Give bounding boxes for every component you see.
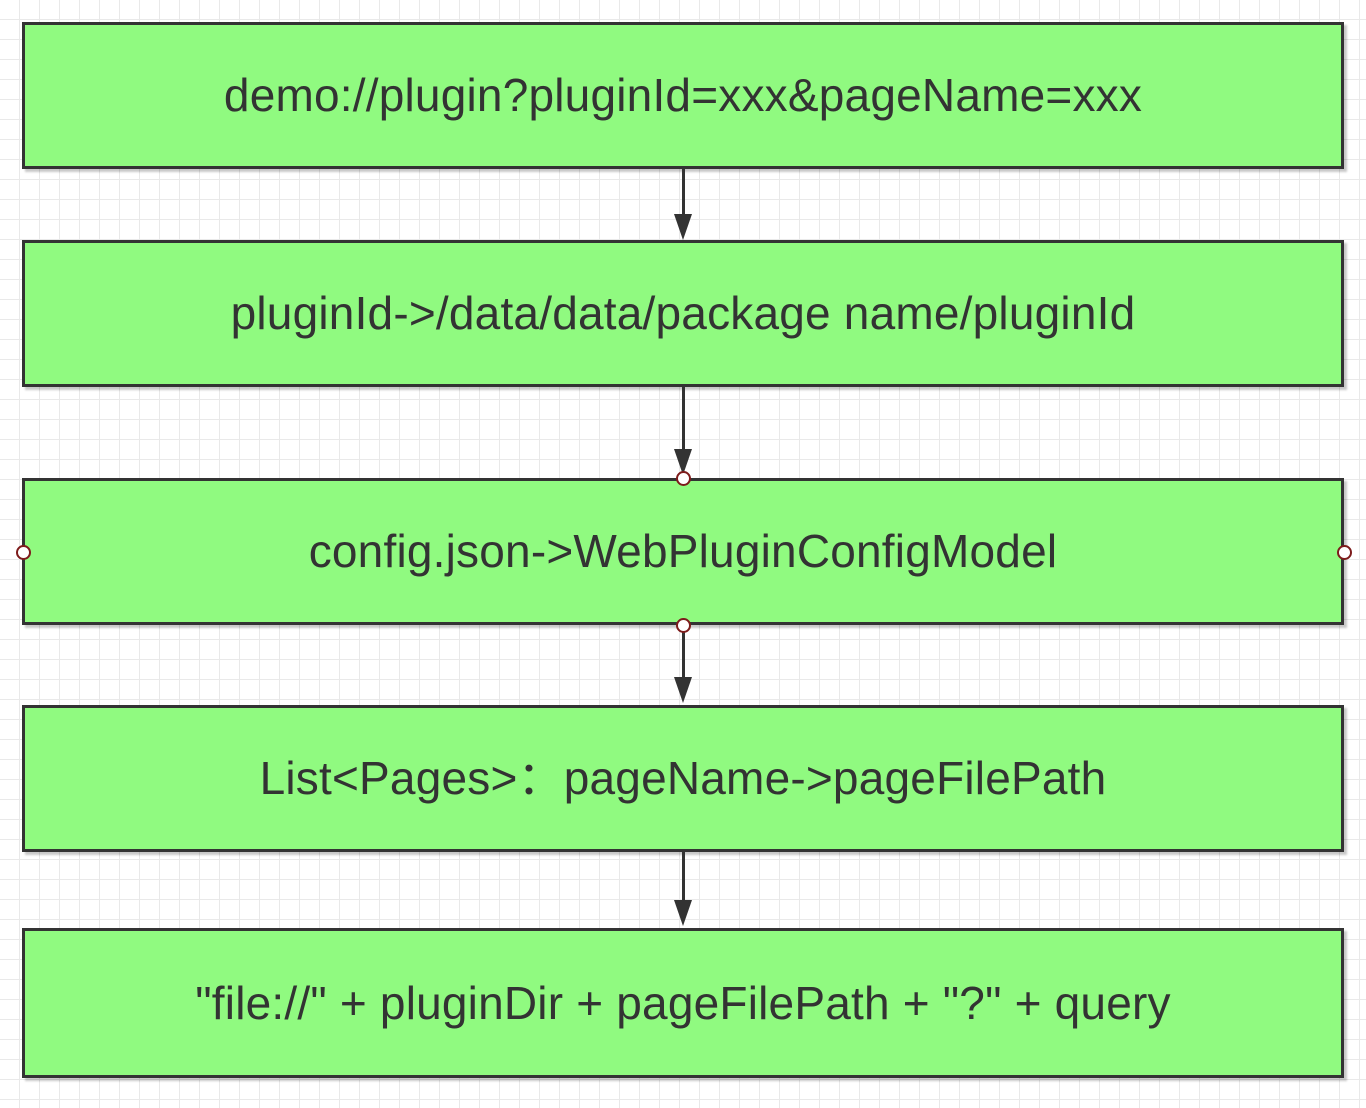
flow-node-plugin-dir[interactable]: pluginId->/data/data/package name/plugin… — [22, 240, 1344, 387]
edge-line — [682, 625, 685, 681]
connection-handle-right[interactable] — [1337, 545, 1352, 560]
connection-handle-left[interactable] — [16, 545, 31, 560]
edge-line — [682, 169, 685, 217]
connection-handle-top[interactable] — [676, 471, 691, 486]
edge-line — [682, 387, 685, 453]
arrowhead-down-icon — [674, 214, 692, 240]
connection-handle-bottom[interactable] — [676, 618, 691, 633]
flow-node-source-url[interactable]: demo://plugin?pluginId=xxx&pageName=xxx — [22, 22, 1344, 169]
edge-line — [682, 852, 685, 904]
flow-node-label: config.json->WebPluginConfigModel — [308, 525, 1058, 578]
arrowhead-down-icon — [674, 677, 692, 703]
flow-node-label: pluginId->/data/data/package name/plugin… — [230, 287, 1136, 340]
arrowhead-down-icon — [674, 900, 692, 926]
flow-node-label: "file://" + pluginDir + pageFilePath + "… — [195, 976, 1171, 1029]
flow-node-pages-list[interactable]: List<Pages>：pageName->pageFilePath — [22, 705, 1344, 852]
flow-node-label: List<Pages>：pageName->pageFilePath — [259, 752, 1107, 805]
arrowhead-down-icon — [674, 449, 692, 475]
flow-node-final-url[interactable]: "file://" + pluginDir + pageFilePath + "… — [22, 928, 1344, 1078]
flow-node-label: demo://plugin?pluginId=xxx&pageName=xxx — [223, 69, 1143, 122]
flow-node-config-model[interactable]: config.json->WebPluginConfigModel — [22, 478, 1344, 625]
